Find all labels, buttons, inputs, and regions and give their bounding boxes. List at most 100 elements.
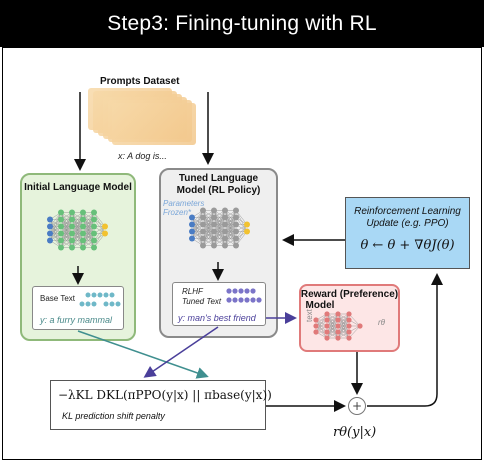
tuned-model-title-line2: Model (RL Policy) bbox=[176, 185, 261, 196]
network-node bbox=[80, 237, 86, 244]
network-edge bbox=[315, 319, 328, 333]
network-node bbox=[233, 207, 239, 214]
network-node bbox=[80, 223, 86, 230]
network-edge bbox=[60, 212, 73, 234]
network-node bbox=[335, 329, 341, 335]
network-node bbox=[69, 230, 75, 237]
network-node bbox=[58, 230, 64, 237]
network-node bbox=[91, 216, 97, 223]
network-node bbox=[313, 317, 319, 323]
network-node bbox=[58, 209, 64, 216]
network-node bbox=[91, 244, 97, 251]
network-edge bbox=[191, 210, 204, 232]
network-node bbox=[346, 311, 352, 317]
network-node bbox=[200, 228, 206, 235]
initial-output-box bbox=[32, 286, 124, 330]
rlhf-label: RLHF bbox=[182, 287, 203, 296]
rl-update-equation: θ ← θ + ∇θJ(θ) bbox=[360, 238, 455, 253]
network-edge bbox=[191, 217, 204, 239]
initial-model-title: Initial Language Model bbox=[24, 182, 132, 193]
network-node bbox=[324, 323, 330, 329]
network-node bbox=[80, 209, 86, 216]
tuned-output-box bbox=[172, 282, 266, 326]
network-node bbox=[80, 230, 86, 237]
network-node bbox=[222, 214, 228, 221]
reward-expression: rθ(y|x) bbox=[333, 425, 377, 440]
network-node bbox=[91, 237, 97, 244]
arrow-tuned-output-to-kl bbox=[143, 326, 219, 378]
network-node bbox=[47, 216, 53, 223]
network-node bbox=[222, 235, 228, 242]
network-node bbox=[211, 242, 217, 249]
kl-penalty-caption: KL prediction shift penalty bbox=[62, 411, 165, 421]
step-title-banner: Step3: Fining-tuning with RL bbox=[0, 0, 484, 47]
rl-update-title-line1: Reinforcement Learning bbox=[354, 206, 461, 217]
network-node bbox=[346, 323, 352, 329]
network-node bbox=[91, 209, 97, 216]
base-text-token-dots-icon bbox=[79, 292, 121, 307]
network-edge bbox=[326, 313, 339, 333]
base-text-label: Base Text bbox=[40, 294, 75, 303]
network-node bbox=[189, 214, 195, 221]
network-node bbox=[346, 317, 352, 323]
network-node bbox=[200, 207, 206, 214]
network-node bbox=[335, 311, 341, 317]
network-edge bbox=[315, 313, 328, 333]
network-node bbox=[211, 228, 217, 235]
network-node bbox=[244, 221, 250, 228]
network-node bbox=[313, 329, 319, 335]
network-edge bbox=[49, 219, 62, 241]
parameters-frozen-line1: Parameters bbox=[163, 199, 205, 208]
network-node bbox=[324, 335, 330, 341]
initial-model-network-icon bbox=[47, 209, 108, 251]
network-node bbox=[47, 223, 53, 230]
network-node bbox=[211, 214, 217, 221]
prompt-sample-text: x: A dog is... bbox=[118, 151, 167, 161]
network-edge bbox=[326, 313, 339, 339]
network-node bbox=[335, 335, 341, 341]
reward-output-label: rθ bbox=[378, 318, 386, 327]
network-edge bbox=[315, 313, 328, 327]
network-node bbox=[233, 228, 239, 235]
network-node bbox=[211, 221, 217, 228]
sum-symbol: + bbox=[351, 399, 363, 413]
network-node bbox=[335, 317, 341, 323]
rl-update-box bbox=[345, 197, 470, 269]
prompts-dataset-stack bbox=[88, 88, 198, 148]
network-node bbox=[211, 235, 217, 242]
network-node bbox=[346, 329, 352, 335]
network-node bbox=[357, 323, 363, 329]
network-edge bbox=[326, 313, 339, 327]
tuned-text-token-dots-icon bbox=[226, 288, 262, 303]
network-node bbox=[91, 223, 97, 230]
parameters-frozen-line2: Frozen* bbox=[163, 208, 192, 217]
network-edge bbox=[71, 212, 84, 234]
network-node bbox=[233, 214, 239, 221]
network-node bbox=[335, 323, 341, 329]
tuned-output-text: y: man's best friend bbox=[178, 313, 256, 323]
network-edge bbox=[326, 325, 339, 339]
network-node bbox=[233, 221, 239, 228]
network-node bbox=[222, 221, 228, 228]
network-edge bbox=[202, 224, 215, 246]
prompts-dataset-label: Prompts Dataset bbox=[100, 76, 180, 87]
network-node bbox=[233, 242, 239, 249]
network-node bbox=[324, 329, 330, 335]
sum-node: + bbox=[348, 397, 366, 415]
network-edge bbox=[82, 212, 95, 234]
network-edge bbox=[60, 226, 73, 248]
network-node bbox=[80, 216, 86, 223]
reward-model-network-icon bbox=[313, 311, 363, 341]
network-edge bbox=[326, 319, 339, 339]
network-node bbox=[200, 242, 206, 249]
network-node bbox=[346, 335, 352, 341]
network-edge bbox=[213, 210, 226, 232]
network-node bbox=[69, 216, 75, 223]
network-node bbox=[324, 317, 330, 323]
reward-model-title-line1: Reward (Preference) bbox=[300, 289, 399, 300]
network-node bbox=[47, 237, 53, 244]
reward-model-title-line2: Model bbox=[305, 300, 335, 311]
network-edge bbox=[337, 313, 350, 339]
network-node bbox=[102, 223, 108, 230]
initial-output-text: y: a furry mammal bbox=[40, 315, 113, 325]
